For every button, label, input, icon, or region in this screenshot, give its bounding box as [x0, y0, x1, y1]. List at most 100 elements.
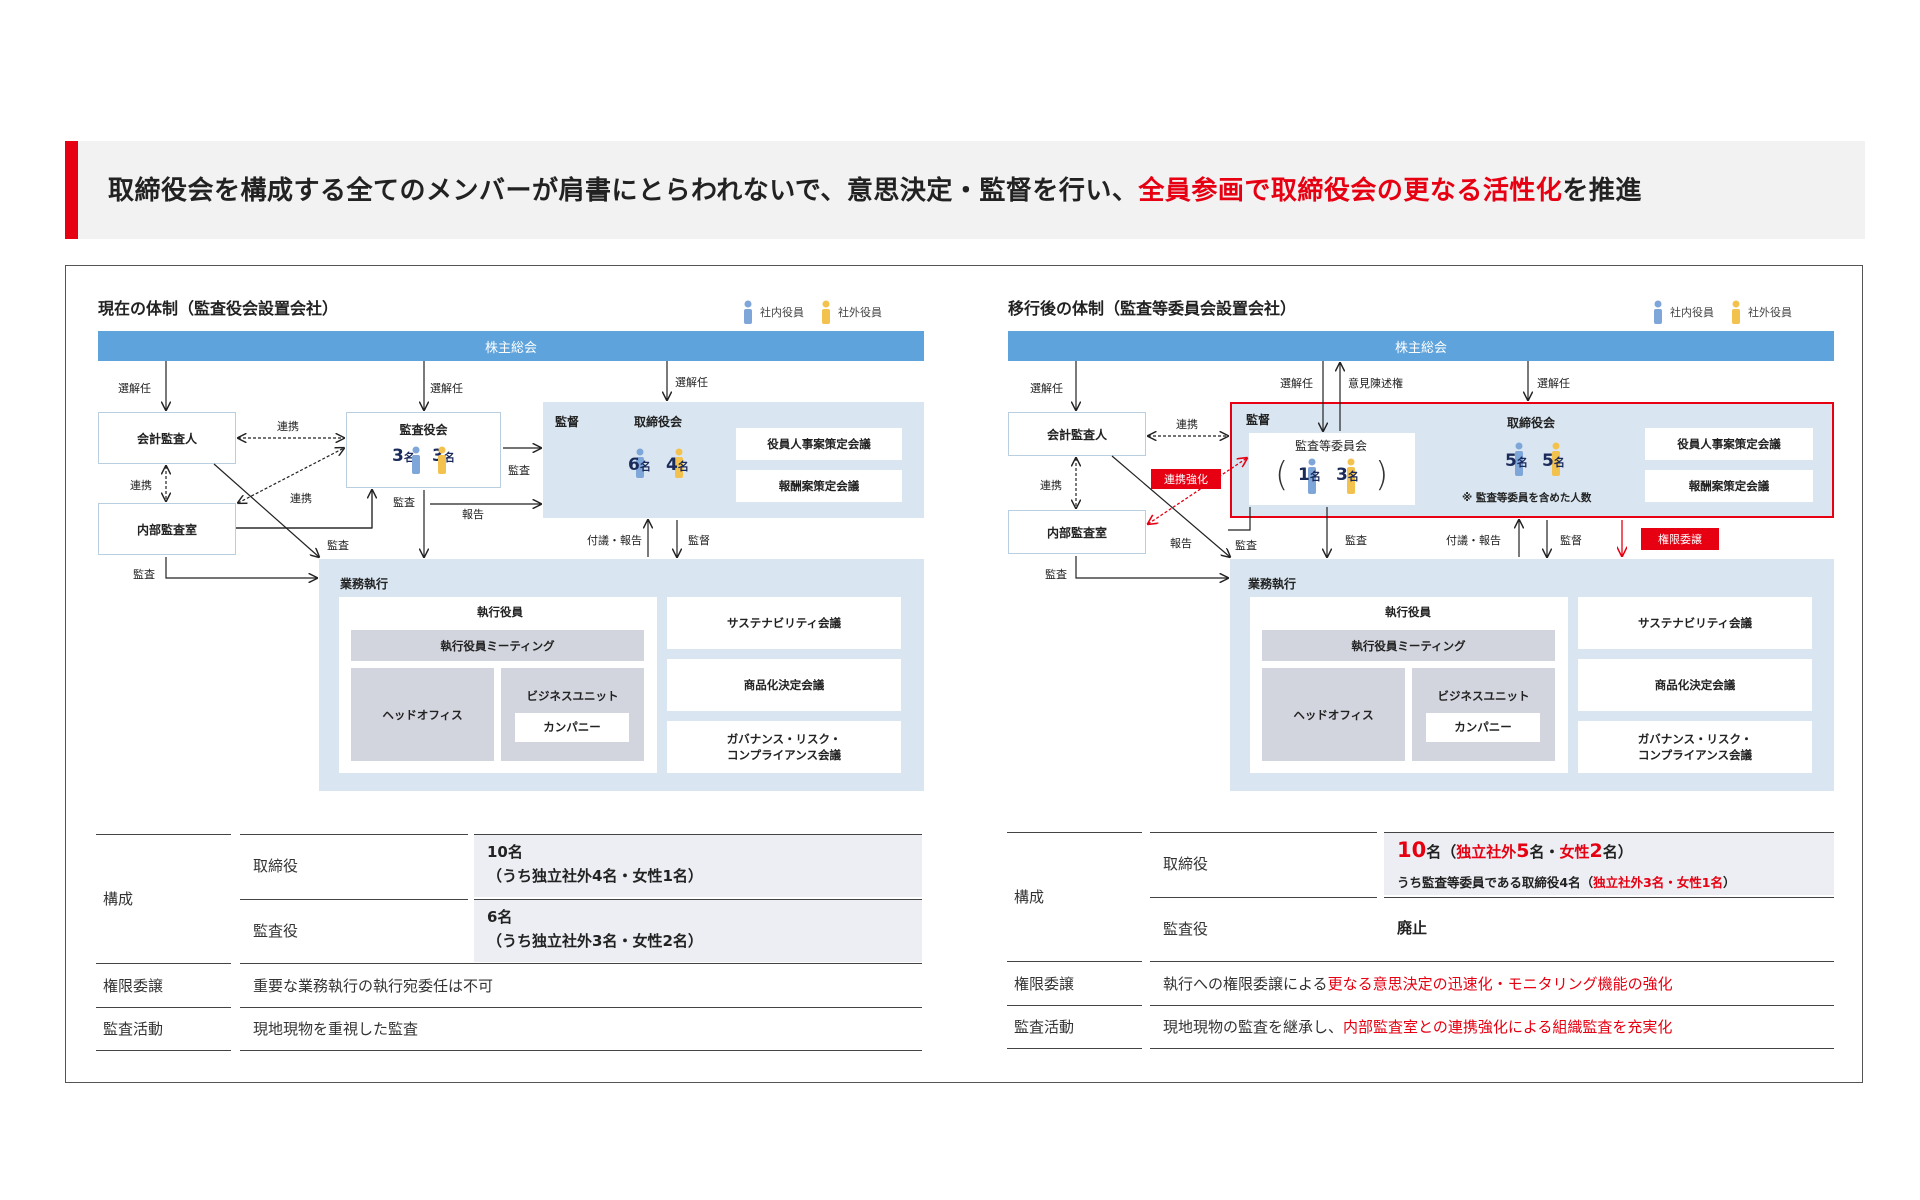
right-select-label-2: 選解任 — [1280, 377, 1313, 390]
external-person-icon — [1732, 300, 1740, 324]
left-commercialization: 商品化決定会議 — [667, 659, 901, 711]
line — [238, 448, 344, 503]
line — [236, 490, 373, 529]
unit: 名 — [443, 451, 455, 464]
right-dir-sub-a: うち監査等委員である取締役4名（ — [1397, 875, 1594, 890]
left-coop-label-2: 連携 — [130, 479, 152, 492]
right-coop-label-1: 連携 — [1176, 418, 1198, 431]
headline-end: を推進 — [1562, 176, 1642, 206]
left-coop-label-1: 連携 — [277, 420, 299, 433]
line — [1148, 458, 1247, 524]
left-board-in-num: 6 — [628, 455, 640, 475]
right-select-label-3: 選解任 — [1537, 377, 1570, 390]
line — [165, 557, 317, 578]
right-board-out-num: 5 — [1542, 451, 1554, 471]
left-internal-audit: 内部監査室 — [98, 503, 236, 555]
right-ac-out-num: 3 — [1336, 465, 1348, 485]
line — [213, 463, 319, 557]
unit: 名 — [1553, 456, 1565, 469]
right-select-label-1: 選解任 — [1030, 382, 1063, 395]
internal-person-icon — [744, 300, 752, 324]
table-rule — [1150, 1005, 1834, 1006]
table-rule — [96, 963, 231, 964]
left-board-internal-count: 6名 — [628, 455, 651, 475]
left-compensation-council: 報酬案策定会議 — [736, 470, 902, 502]
legend-internal: 社内役員 — [1670, 306, 1714, 319]
right-supervise-label: 監督 — [1560, 534, 1582, 547]
right-dir-end: 名） — [1602, 843, 1633, 861]
internal-person-icon — [1515, 442, 1523, 476]
right-report-label: 報告 — [1170, 537, 1192, 550]
right-commercialization: 商品化決定会議 — [1578, 659, 1812, 711]
left-select-label-3: 選解任 — [675, 376, 708, 389]
left-audit-value: 現地現物を重視した監査 — [253, 1020, 419, 1038]
right-delegation-tag: 権限委譲 — [1641, 528, 1719, 550]
right-shareholders-bar: 株主総会 — [1008, 331, 1834, 361]
internal-person-icon — [1654, 300, 1662, 324]
right-dir-unit: 名（ — [1426, 843, 1457, 861]
external-person-icon — [438, 446, 446, 474]
left-kansa-out-num: 3 — [432, 446, 444, 466]
left-kansa-in-num: 3 — [392, 446, 404, 466]
table-rule — [1150, 897, 1377, 898]
right-supervise-tag: 監督 — [1246, 413, 1271, 427]
right-directors-sub: うち監査等委員である取締役4名（独立社外3名・女性1名） — [1397, 872, 1736, 891]
right-head-office: ヘッドオフィス — [1262, 668, 1405, 761]
right-dir-num: 10 — [1397, 838, 1427, 862]
unit: 名 — [639, 460, 651, 473]
right-sustainability: サステナビリティ会議 — [1578, 597, 1812, 649]
table-rule — [1150, 1048, 1834, 1049]
legend-external: 社外役員 — [838, 306, 882, 319]
left-head-office: ヘッドオフィス — [351, 668, 494, 761]
diagram-frame — [65, 265, 1863, 1083]
headline-banner — [65, 141, 1865, 239]
left-execution-label: 業務執行 — [340, 577, 389, 591]
external-person-icon — [1347, 458, 1355, 494]
left-exec-meeting: 執行役員ミーティング — [351, 630, 644, 661]
right-row-delegation: 権限委譲 — [1014, 975, 1075, 993]
left-select-label-1: 選解任 — [118, 382, 151, 395]
external-person-icon — [1552, 442, 1560, 476]
right-title: 移行後の体制（監査等委員会設置会社） — [1008, 299, 1297, 318]
left-audit-label-2: 監査 — [393, 496, 415, 509]
table-rule — [96, 834, 231, 835]
internal-person-icon — [412, 446, 420, 474]
right-ac-in-num: 1 — [1298, 465, 1310, 485]
left-legend: 社内役員 社外役員 — [742, 300, 882, 324]
right-governance-line2: コンプライアンス会議 — [1638, 748, 1752, 762]
legend-external: 社外役員 — [1748, 306, 1792, 319]
table-rule — [240, 899, 468, 900]
right-coop-label-2: 連携 — [1040, 479, 1062, 492]
right-row-auditors: 監査役 — [1163, 920, 1209, 938]
right-exec-officers-label: 執行役員 — [1385, 605, 1431, 619]
table-rule — [240, 1007, 922, 1008]
table-rule — [1007, 1048, 1142, 1049]
left-governance-line1: ガバナンス・リスク・ — [726, 731, 842, 746]
left-auditors-line1: 6名 — [487, 908, 513, 926]
left-row-audit: 監査活動 — [103, 1020, 164, 1038]
left-directors-cell — [474, 834, 922, 897]
right-dir-sub-b: 独立社外3名・女性1名 — [1593, 875, 1723, 890]
internal-person-icon — [636, 448, 644, 478]
right-dir-mid: 名・ — [1529, 843, 1560, 861]
left-kansayakukai-box: 監査役会 — [346, 412, 501, 488]
left-business-unit-label: ビジネスユニット — [526, 689, 619, 703]
headline-accent-bar — [65, 141, 78, 239]
table-rule — [1007, 1005, 1142, 1006]
right-audit-value: 現地現物の監査を継承し、内部監査室との連携強化による組織監査を充実化 — [1163, 1016, 1672, 1037]
line — [1228, 507, 1251, 531]
right-dir-female-num: 2 — [1589, 840, 1603, 862]
left-directors-value: 10名（うち独立社外4名・女性1名） — [487, 840, 703, 888]
headline-highlight: 全員参画で取締役会の更なる活性化 — [1138, 176, 1563, 206]
unit: 名 — [677, 460, 689, 473]
unit: 名 — [1309, 470, 1321, 483]
table-rule — [96, 1007, 231, 1008]
left-board-external-count: 4名 — [666, 455, 689, 475]
right-auditors-cell — [1384, 897, 1834, 960]
unit: 名 — [1347, 470, 1359, 483]
left-auditors-line2: （うち独立社外3名・女性2名） — [487, 932, 703, 950]
headline: 取締役会を構成する全てのメンバーが肩書にとらわれないで、意思決定・監督を行い、全… — [108, 170, 1642, 207]
line — [1111, 455, 1230, 557]
table-rule — [240, 834, 468, 835]
right-compensation-council: 報酬案策定会議 — [1645, 470, 1813, 502]
